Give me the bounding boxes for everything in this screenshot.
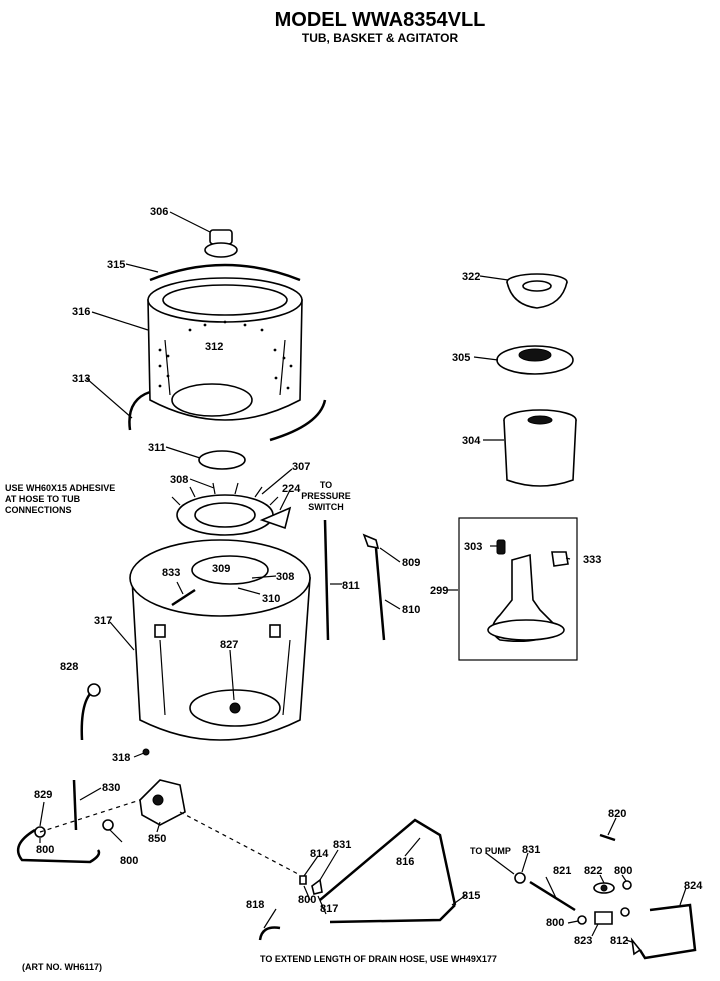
callout-817: 817 <box>320 903 338 915</box>
callout-818: 818 <box>246 899 264 911</box>
leader-lines <box>39 211 687 943</box>
adhesive-note-line-2: AT HOSE TO TUB <box>5 494 81 504</box>
clamp-800-right-bottom <box>620 907 630 917</box>
callout-800-a: 800 <box>36 844 54 856</box>
callout-814: 814 <box>310 848 329 860</box>
callout-800-e: 800 <box>546 917 564 929</box>
callout-224: 224 <box>282 483 301 495</box>
callout-308-top: 308 <box>170 474 188 486</box>
model-title: MODEL WWA8354VLL <box>275 9 486 31</box>
clamp-800-right-top <box>622 880 632 890</box>
cap-322 <box>506 273 568 309</box>
callout-815: 815 <box>462 890 480 902</box>
callout-812: 812 <box>610 935 628 947</box>
pressure-note-line-1: TO <box>320 480 332 490</box>
agitator-inset <box>458 517 578 661</box>
callout-333: 333 <box>583 554 601 566</box>
clip-812 <box>630 937 642 956</box>
leader-dashed <box>179 811 301 876</box>
art-number: (ART NO. WH6117) <box>22 962 102 972</box>
callout-811: 811 <box>342 580 360 592</box>
callout-800-d: 800 <box>614 865 632 877</box>
callout-822: 822 <box>584 865 602 877</box>
leader-dashed-left <box>39 799 141 833</box>
hose-821 <box>529 880 576 912</box>
drive-block-307 <box>171 482 292 536</box>
callout-831-left: 831 <box>333 839 351 851</box>
callout-827: 827 <box>220 639 238 651</box>
callout-828: 828 <box>60 661 78 673</box>
callout-303: 303 <box>464 541 482 553</box>
diagram-subtitle: TUB, BASKET & AGITATOR <box>302 31 459 45</box>
callout-800-b: 800 <box>120 855 138 867</box>
callout-310: 310 <box>262 593 280 605</box>
callout-309: 309 <box>212 563 230 575</box>
callout-322: 322 <box>462 271 480 283</box>
clamp-800-right-left <box>577 915 587 925</box>
outer-tub-317 <box>129 539 311 741</box>
pressure-switch-note: TO PRESSURE SWITCH <box>301 480 351 512</box>
adhesive-note-line-1: USE WH60X15 ADHESIVE <box>5 483 115 493</box>
tee-823 <box>594 911 613 925</box>
hose-828-end <box>87 683 101 697</box>
hose-810 <box>362 533 386 641</box>
pressure-note-line-3: SWITCH <box>308 502 344 512</box>
clamp-800-right <box>102 819 114 831</box>
callout-299: 299 <box>430 585 448 597</box>
callout-318-top: 318 <box>112 752 130 764</box>
part-814 <box>299 875 307 885</box>
callout-829: 829 <box>34 789 52 801</box>
to-pump-note: TO PUMP <box>470 846 511 856</box>
callout-831-right: 831 <box>522 844 540 856</box>
callout-313: 313 <box>72 373 90 385</box>
callout-306: 306 <box>150 206 168 218</box>
callout-311: 311 <box>148 442 166 454</box>
clamp-818 <box>258 926 281 941</box>
hose-829 <box>16 828 101 864</box>
cover-305 <box>496 345 574 375</box>
callout-833: 833 <box>162 567 180 579</box>
callout-315: 315 <box>107 259 125 271</box>
drain-hose-note: TO EXTEND LENGTH OF DRAIN HOSE, USE WH49… <box>260 954 497 964</box>
snubber-ring-311 <box>198 450 246 470</box>
callout-809: 809 <box>402 557 420 569</box>
callout-823: 823 <box>574 935 592 947</box>
callout-821: 821 <box>553 865 571 877</box>
adhesive-note: USE WH60X15 ADHESIVE AT HOSE TO TUB CONN… <box>5 483 115 515</box>
part-831 <box>311 878 323 895</box>
callout-317: 317 <box>94 615 112 627</box>
pump-850 <box>139 779 186 826</box>
callout-304: 304 <box>462 435 481 447</box>
callout-820: 820 <box>608 808 626 820</box>
agitator-299 <box>487 539 569 643</box>
hose-830 <box>72 779 78 831</box>
callout-816: 816 <box>396 856 414 868</box>
callout-316: 316 <box>72 306 90 318</box>
agitator-cap-306 <box>204 229 238 258</box>
clamp-831-right <box>514 872 526 884</box>
callout-308-bottom: 308 <box>276 571 294 583</box>
callout-810: 810 <box>402 604 420 616</box>
callout-800-c: 800 <box>298 894 316 906</box>
hose-828 <box>80 688 95 741</box>
pressure-tube-811 <box>323 519 330 641</box>
hose-824 <box>638 903 697 960</box>
callout-830: 830 <box>102 782 120 794</box>
clip-318 <box>142 748 150 756</box>
basket-316 <box>128 263 327 442</box>
adhesive-note-line-3: CONNECTIONS <box>5 505 72 515</box>
callout-307: 307 <box>292 461 310 473</box>
drain-hose-816 <box>319 818 457 924</box>
callout-305: 305 <box>452 352 470 364</box>
callout-312: 312 <box>205 341 223 353</box>
pressure-note-line-2: PRESSURE <box>301 491 351 501</box>
clip-820 <box>599 833 616 842</box>
callout-824: 824 <box>684 880 703 892</box>
part-822 <box>593 882 615 894</box>
callout-850: 850 <box>148 833 166 845</box>
dispenser-304 <box>503 409 577 487</box>
